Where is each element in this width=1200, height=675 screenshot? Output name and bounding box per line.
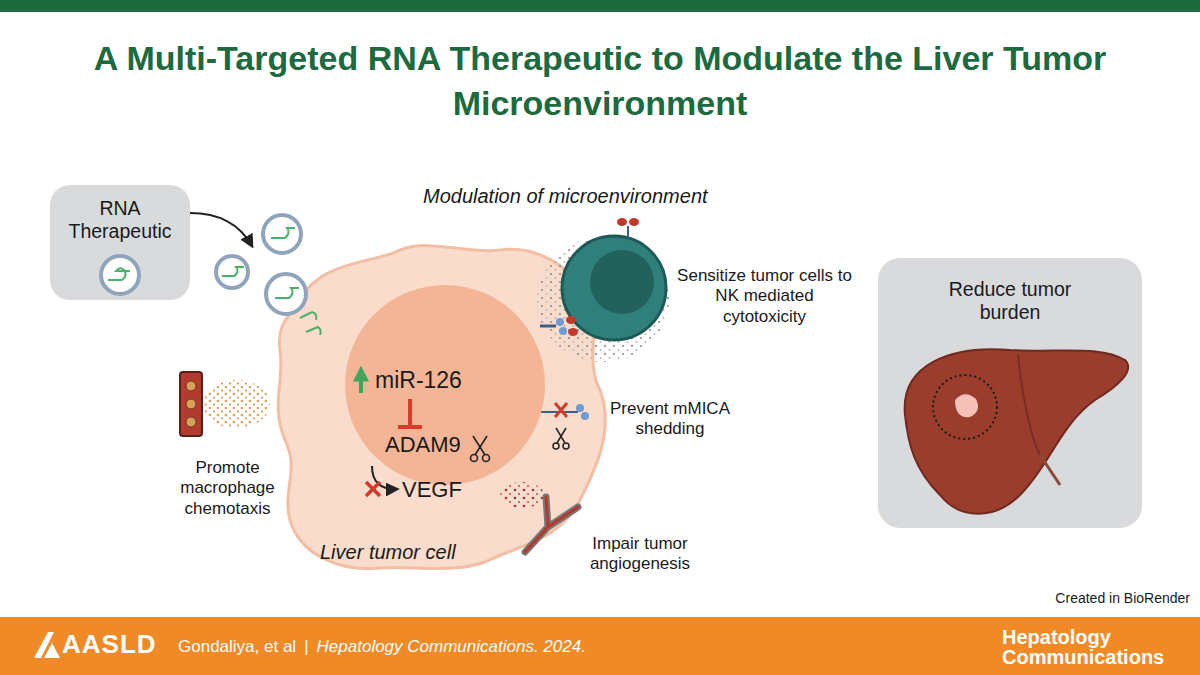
tumor-cell: Liver tumor cell miR-126ADAM9 (252, 230, 620, 580)
gene-label: VEGF (402, 477, 462, 502)
node-text: RNA Therapeutic (50, 197, 190, 244)
citation-row: Gondaliya, et al | Hepatology Communicatio… (178, 637, 586, 657)
flow-arrow (190, 213, 252, 246)
citation-journal: Hepatology Communications. 2024. (317, 637, 586, 657)
node-text: Liver tumor cell (320, 541, 456, 564)
diagram-title: A Multi-Targeted RNA Therapeutic to Modu… (80, 36, 1120, 126)
society-logo: AASLD (62, 630, 157, 660)
effect-note: Impair tumor angiogenesis (565, 534, 715, 575)
effect-note: Prevent mMICA shedding (595, 399, 745, 440)
journal-logo: Hepatology Communications (1002, 627, 1172, 668)
nucleus: miR-126ADAM9 (345, 285, 545, 485)
node-text: miR-126 (375, 367, 462, 393)
node-text: Reduce tumor burden (878, 278, 1142, 325)
input-box: RNA Therapeutic (50, 185, 190, 300)
node-text: ADAM9 (385, 432, 461, 457)
credit-note: Created in BioRender (1020, 590, 1190, 606)
effect-note: Promote macrophage chemotaxis (165, 458, 290, 519)
citation-author: Gondaliya, et al (178, 637, 296, 657)
result-box: Reduce tumor burden (878, 258, 1142, 528)
citation-divider: | (304, 637, 308, 657)
section-heading: Modulation of microenvironment (423, 185, 708, 208)
effect-note: Sensitize tumor cells to NK mediated cyt… (672, 266, 857, 327)
